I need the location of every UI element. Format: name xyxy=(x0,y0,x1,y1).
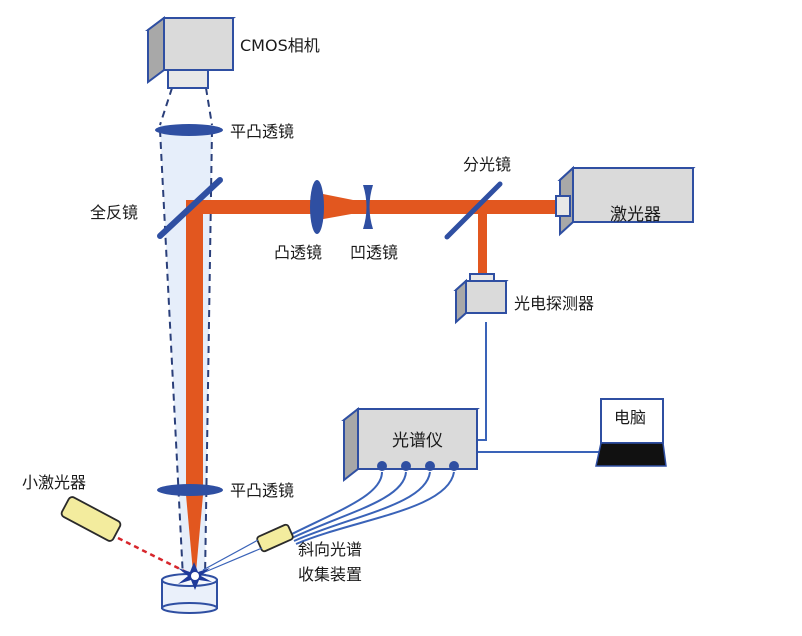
convex-lens xyxy=(310,180,324,234)
full-mirror xyxy=(157,177,223,239)
oblique-collector-icon xyxy=(202,523,294,573)
laser-label: 激光器 xyxy=(610,205,661,225)
detector-cube-icon xyxy=(453,273,509,325)
laser-beam-converging xyxy=(318,193,368,220)
concave-lens xyxy=(363,185,373,229)
fiber-4 xyxy=(295,471,455,545)
concave-lens-label: 凹透镜 xyxy=(350,243,398,262)
plasma-spark-icon xyxy=(178,562,212,590)
plano-convex-lens-bottom xyxy=(157,484,223,496)
spectrometer-box-icon xyxy=(341,406,480,483)
beam-splitter xyxy=(444,181,503,240)
plano-convex-lens-top xyxy=(155,124,223,136)
beam-splitter-label: 分光镜 xyxy=(463,155,511,174)
laser-beam-horizontal xyxy=(186,200,558,214)
oblique-collector-label-line1: 斜向光谱 xyxy=(298,540,362,559)
laser-beam-focus xyxy=(186,495,203,572)
fiber-3 xyxy=(293,471,431,542)
plano-convex-lens-bottom-label: 平凸透镜 xyxy=(230,481,294,500)
camera-box-icon xyxy=(145,16,236,89)
convex-lens-label: 凸透镜 xyxy=(274,243,322,262)
small-laser-icon xyxy=(60,496,187,574)
computer-label: 电脑 xyxy=(614,408,646,427)
laser-beam-to-detector xyxy=(478,209,487,277)
spectrometer-label: 光谱仪 xyxy=(392,431,443,451)
fiber-1 xyxy=(289,471,383,536)
laser-beam-vertical xyxy=(186,200,203,495)
fiber-2 xyxy=(291,471,407,539)
oblique-collector-label-line2: 收集装置 xyxy=(298,565,362,584)
laptop-icon xyxy=(595,398,667,467)
plano-convex-lens-top-label: 平凸透镜 xyxy=(230,122,294,141)
small-laser-label: 小激光器 xyxy=(22,473,86,492)
imaging-cone-edge-left xyxy=(159,87,173,126)
imaging-cone-line-left xyxy=(159,129,184,579)
imaging-cone-edge-right xyxy=(205,87,213,126)
photodetector-label: 光电探测器 xyxy=(514,294,594,313)
camera-label: CMOS相机 xyxy=(240,36,320,55)
laser-box-icon xyxy=(555,165,696,237)
full-mirror-label: 全反镜 xyxy=(90,203,138,222)
detector-cable xyxy=(476,322,487,441)
